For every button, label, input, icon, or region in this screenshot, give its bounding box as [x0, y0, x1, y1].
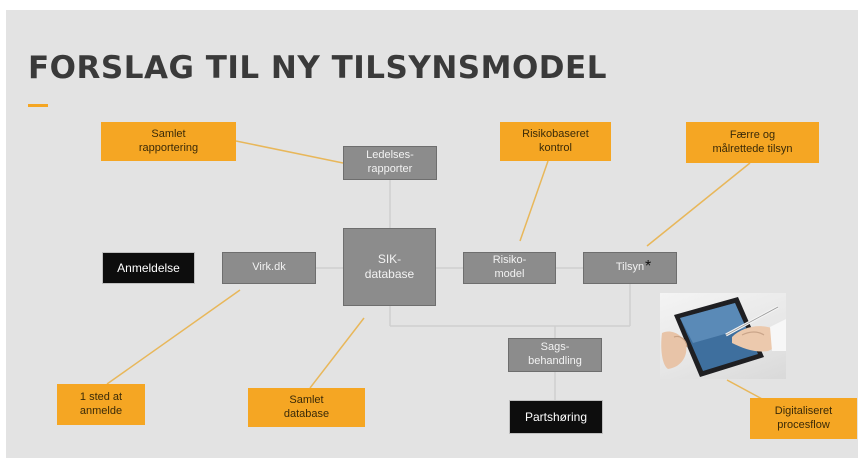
box-risikomodel: Risiko- model — [463, 252, 556, 284]
callout-line-digitaliseret — [726, 379, 765, 401]
callout-line-rapportering — [235, 140, 344, 164]
box-sik-database: SIK- database — [343, 228, 436, 306]
callout-samlet-rapportering: Samlet rapportering — [101, 122, 236, 161]
tablet-icon — [661, 297, 786, 377]
box-anmeldelse: Anmeldelse — [102, 252, 195, 284]
callout-line-samlet-database — [309, 317, 365, 389]
callout-samlet-database: Samlet database — [248, 388, 365, 427]
callout-faerre-tilsyn: Færre og målrettede tilsyn — [686, 122, 819, 163]
callout-digitaliseret-procesflow: Digitaliseret procesflow — [750, 398, 857, 439]
box-sagsbehandling: Sags- behandling — [508, 338, 602, 372]
callout-risikobaseret-kontrol: Risikobaseret kontrol — [500, 122, 611, 161]
callout-line-faerre — [646, 162, 751, 247]
callout-line-et-sted — [106, 289, 241, 385]
box-ledelsesrapporter: Ledelses- rapporter — [343, 146, 437, 180]
title-accent-bar — [28, 104, 48, 107]
box-virk-dk: Virk.dk — [222, 252, 316, 284]
box-tilsyn: Tilsyn — [583, 252, 677, 284]
tilsyn-marker: * — [645, 258, 652, 275]
tablet-stylus-photo — [660, 293, 786, 379]
callout-et-sted-at-anmelde: 1 sted at anmelde — [57, 384, 145, 425]
callout-line-risikobaseret — [519, 160, 549, 242]
slide-title: FORSLAG TIL NY TILSYNSMODEL — [28, 50, 607, 86]
box-partshoring: Partshøring — [509, 400, 603, 434]
